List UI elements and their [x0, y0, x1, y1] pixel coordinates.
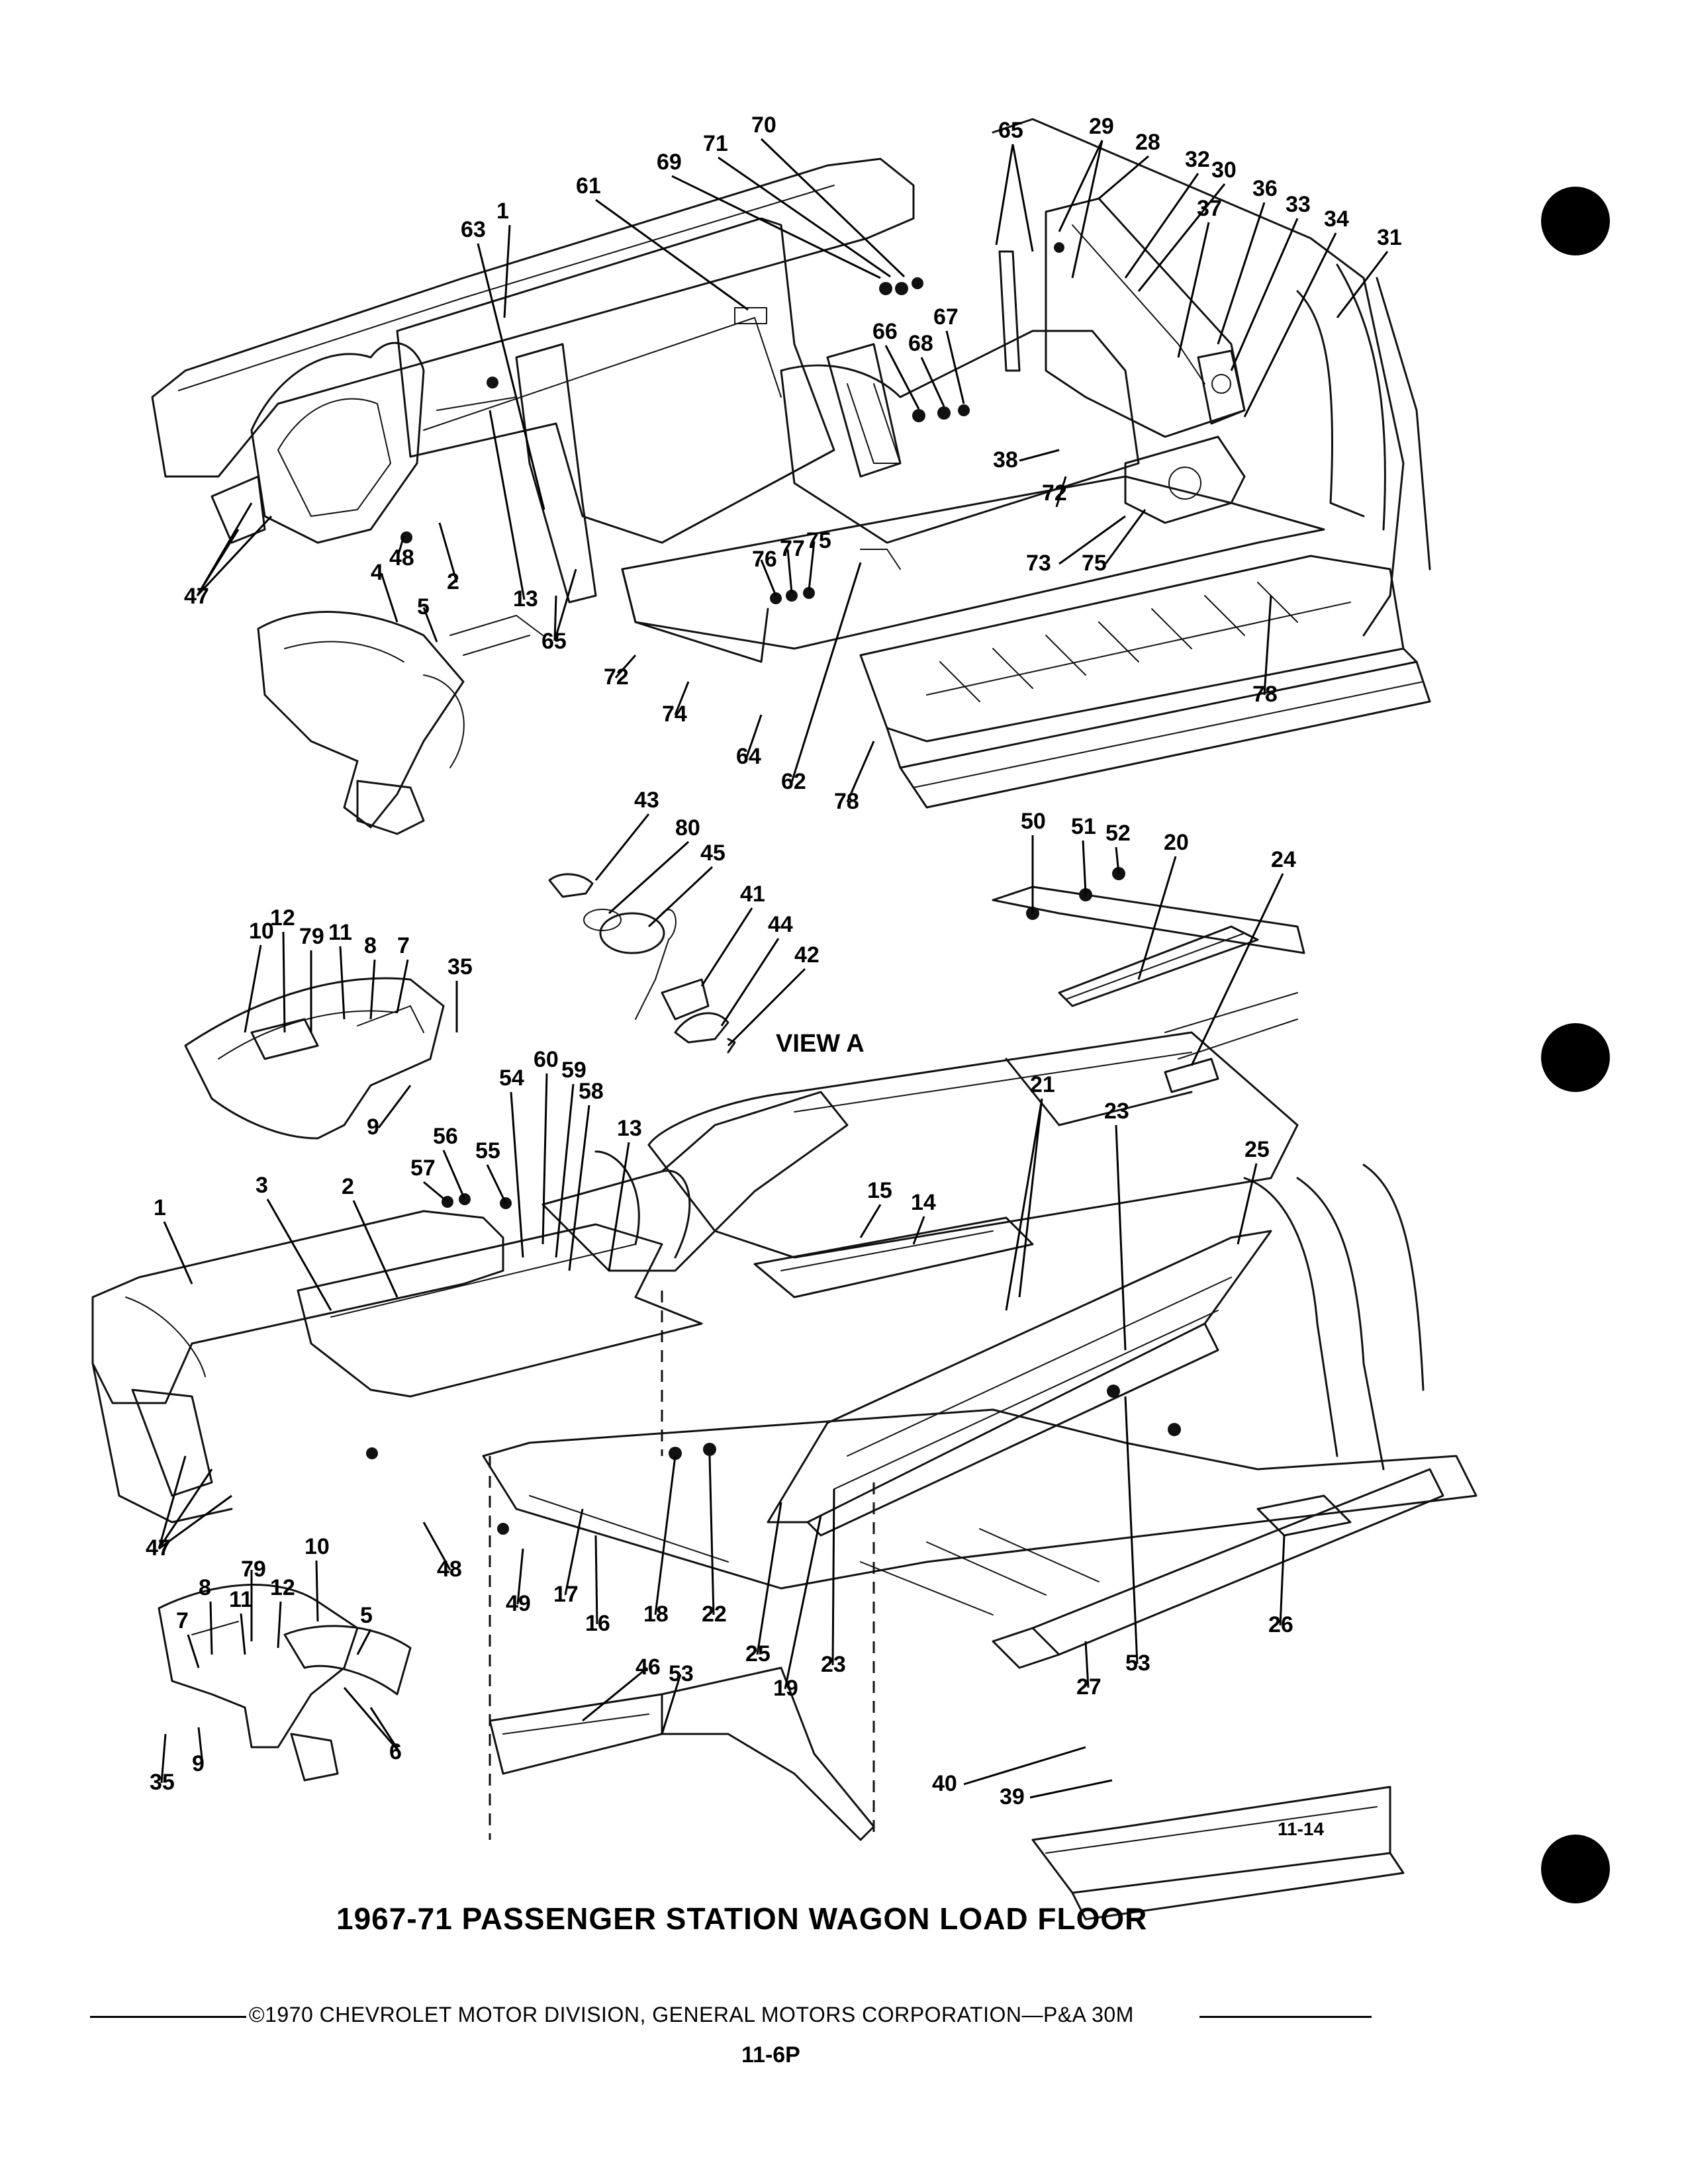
callout-30: 30: [1211, 158, 1237, 183]
callout-50: 50: [1021, 809, 1046, 834]
callout-11b: 11: [229, 1587, 253, 1612]
view-a-label: VIEW A: [776, 1030, 865, 1058]
callout-31: 31: [1377, 225, 1402, 250]
callout-42: 42: [794, 942, 820, 968]
callout-53: 53: [669, 1661, 694, 1686]
callout-73: 73: [1026, 551, 1051, 576]
callout-25: 25: [1244, 1137, 1270, 1162]
callout-12: 12: [270, 905, 295, 931]
leader-lines: [158, 138, 1389, 1799]
callout-37: 37: [1197, 196, 1222, 221]
callout-61: 61: [576, 173, 601, 199]
callout-55: 55: [475, 1138, 500, 1163]
callout-14: 14: [911, 1190, 936, 1215]
callout-28: 28: [1135, 130, 1160, 155]
callout-80: 80: [675, 815, 700, 841]
footer-copyright: ©1970 CHEVROLET MOTOR DIVISION, GENERAL …: [249, 2003, 1134, 2026]
callout-59: 59: [561, 1058, 586, 1083]
callout-43: 43: [634, 788, 659, 813]
callout-9: 9: [367, 1115, 379, 1140]
callout-8b: 8: [199, 1575, 211, 1600]
callout-52: 52: [1105, 821, 1131, 846]
callout-13: 13: [513, 586, 538, 612]
callout-7b: 7: [176, 1608, 189, 1633]
callout-10b: 10: [305, 1534, 330, 1559]
callout-2b: 2: [342, 1174, 354, 1199]
callout-46: 46: [635, 1655, 661, 1680]
callout-5b: 5: [360, 1603, 373, 1628]
callout-48: 48: [389, 545, 414, 570]
callout-79b: 79: [241, 1557, 266, 1582]
callout-29: 29: [1089, 114, 1114, 139]
callout-79: 79: [299, 924, 324, 949]
binder-hole-middle: [1541, 1023, 1610, 1092]
callout-8: 8: [364, 933, 377, 958]
callout-2: 2: [447, 569, 459, 594]
callout-36: 36: [1252, 176, 1278, 201]
callout-69: 69: [657, 150, 682, 175]
figure-number: 11-14: [1278, 1819, 1325, 1839]
callout-13b: 13: [617, 1116, 642, 1141]
callout-56: 56: [433, 1124, 458, 1149]
callout-57: 57: [410, 1156, 436, 1181]
callout-44: 44: [768, 912, 793, 937]
callout-7: 7: [397, 933, 410, 958]
callout-45: 45: [700, 841, 726, 866]
callout-6: 6: [389, 1739, 402, 1764]
callout-68: 68: [908, 331, 933, 356]
callout-75: 75: [1082, 551, 1107, 576]
callout-75b: 75: [806, 528, 831, 553]
callout-70: 70: [751, 113, 776, 138]
callout-51: 51: [1071, 814, 1096, 839]
footer-rule-left: [90, 2016, 246, 2018]
callout-38: 38: [993, 447, 1018, 473]
callout-77: 77: [780, 536, 805, 561]
callout-65: 65: [998, 118, 1023, 143]
callout-54: 54: [499, 1066, 524, 1091]
callout-10: 10: [249, 919, 274, 944]
page-number: 11-6P: [741, 2042, 800, 2068]
binder-hole-top: [1541, 187, 1610, 255]
footer-rule-right: [1199, 2016, 1372, 2018]
callout-32: 32: [1185, 147, 1210, 172]
callout-40: 40: [932, 1771, 957, 1796]
callout-3: 3: [256, 1173, 268, 1198]
callout-11: 11: [328, 920, 352, 945]
callout-35: 35: [447, 954, 473, 979]
callout-66: 66: [872, 319, 898, 344]
page-title: 1967-71 PASSENGER STATION WAGON LOAD FLO…: [336, 1901, 1148, 1936]
binder-hole-bottom: [1541, 1835, 1610, 1903]
callout-60: 60: [534, 1047, 559, 1072]
view-a-drawing: [548, 873, 736, 1054]
callout-1b: 1: [154, 1195, 166, 1220]
callout-33: 33: [1286, 192, 1311, 217]
callout-15: 15: [867, 1178, 892, 1203]
upper-assembly-drawing: [151, 118, 1431, 835]
callout-39: 39: [1000, 1784, 1025, 1809]
lower-assembly-drawing: [91, 977, 1477, 1921]
callout-64: 64: [736, 744, 761, 769]
callout-4: 4: [371, 560, 383, 585]
callout-20: 20: [1164, 830, 1189, 855]
callout-41: 41: [740, 882, 765, 907]
callout-34: 34: [1324, 206, 1349, 232]
callout-71: 71: [703, 131, 728, 156]
callout-21: 21: [1030, 1072, 1055, 1097]
callout-12b: 12: [270, 1575, 295, 1600]
callout-24: 24: [1271, 847, 1296, 872]
callout-58: 58: [579, 1079, 604, 1104]
callout-63: 63: [461, 217, 486, 242]
callout-67: 67: [933, 304, 959, 330]
callout-23: 23: [1104, 1099, 1129, 1124]
callout-1: 1: [496, 199, 509, 224]
